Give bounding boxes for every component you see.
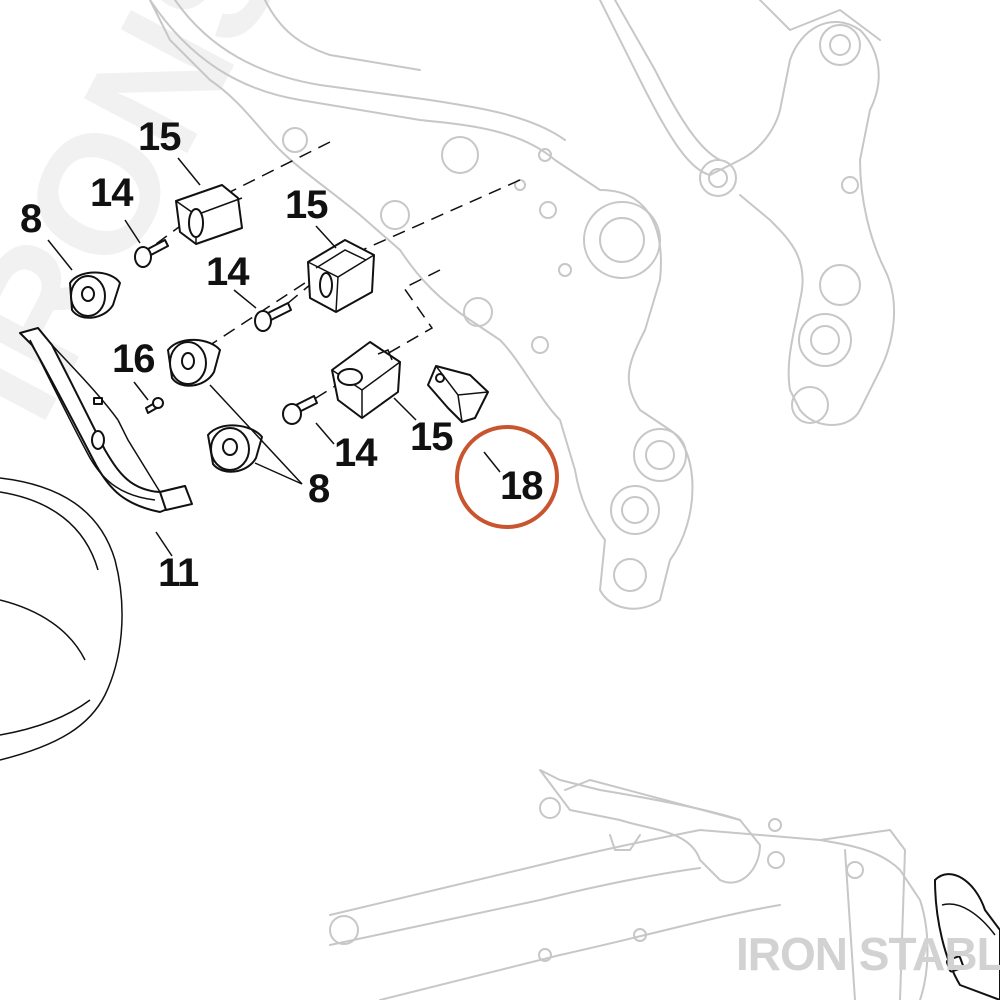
callout-11: 11	[158, 551, 199, 595]
callout-14-lower: 14	[334, 431, 378, 475]
part-18-bracket	[427, 365, 489, 423]
highlight-circle	[455, 425, 559, 529]
part-15-lower-clip	[331, 341, 401, 419]
part-15-middle-clip	[307, 239, 375, 313]
part-14-middle-bolt	[254, 302, 292, 332]
callout-15-lower: 15	[410, 415, 453, 459]
callout-8-top: 8	[20, 197, 42, 241]
part-11-cover	[19, 327, 193, 513]
callout-16: 16	[112, 337, 155, 381]
callouts: 15 14 8 15 14 16 14 15 8 11 18	[20, 115, 544, 595]
ghost-frame-upper	[149, 0, 694, 610]
part-8-lower-grommet	[207, 424, 263, 473]
brand-watermark: IRON STABLE	[736, 928, 1000, 980]
callout-8-lower: 8	[308, 467, 330, 511]
ghost-linkage-right	[599, 0, 895, 426]
part-8-middle-grommet	[167, 338, 221, 387]
part-14-upper-bolt	[134, 239, 169, 268]
part-8-upper-grommet	[69, 271, 121, 319]
callout-14-middle: 14	[206, 250, 250, 294]
partial-bracket-lower-right	[934, 873, 1000, 1000]
part-14-lower-bolt	[282, 395, 318, 425]
callout-15-top: 15	[138, 115, 181, 159]
leader-lines	[47, 157, 501, 557]
callout-18-highlight	[455, 425, 559, 529]
callout-14-top: 14	[90, 171, 134, 215]
callout-18: 18	[500, 464, 543, 508]
part-15-upper-clip	[175, 184, 243, 245]
body-panel-outline	[0, 477, 123, 761]
part-16-screw	[145, 397, 164, 414]
callout-15-middle: 15	[285, 183, 328, 227]
ghost-frame-lower	[329, 769, 929, 1000]
